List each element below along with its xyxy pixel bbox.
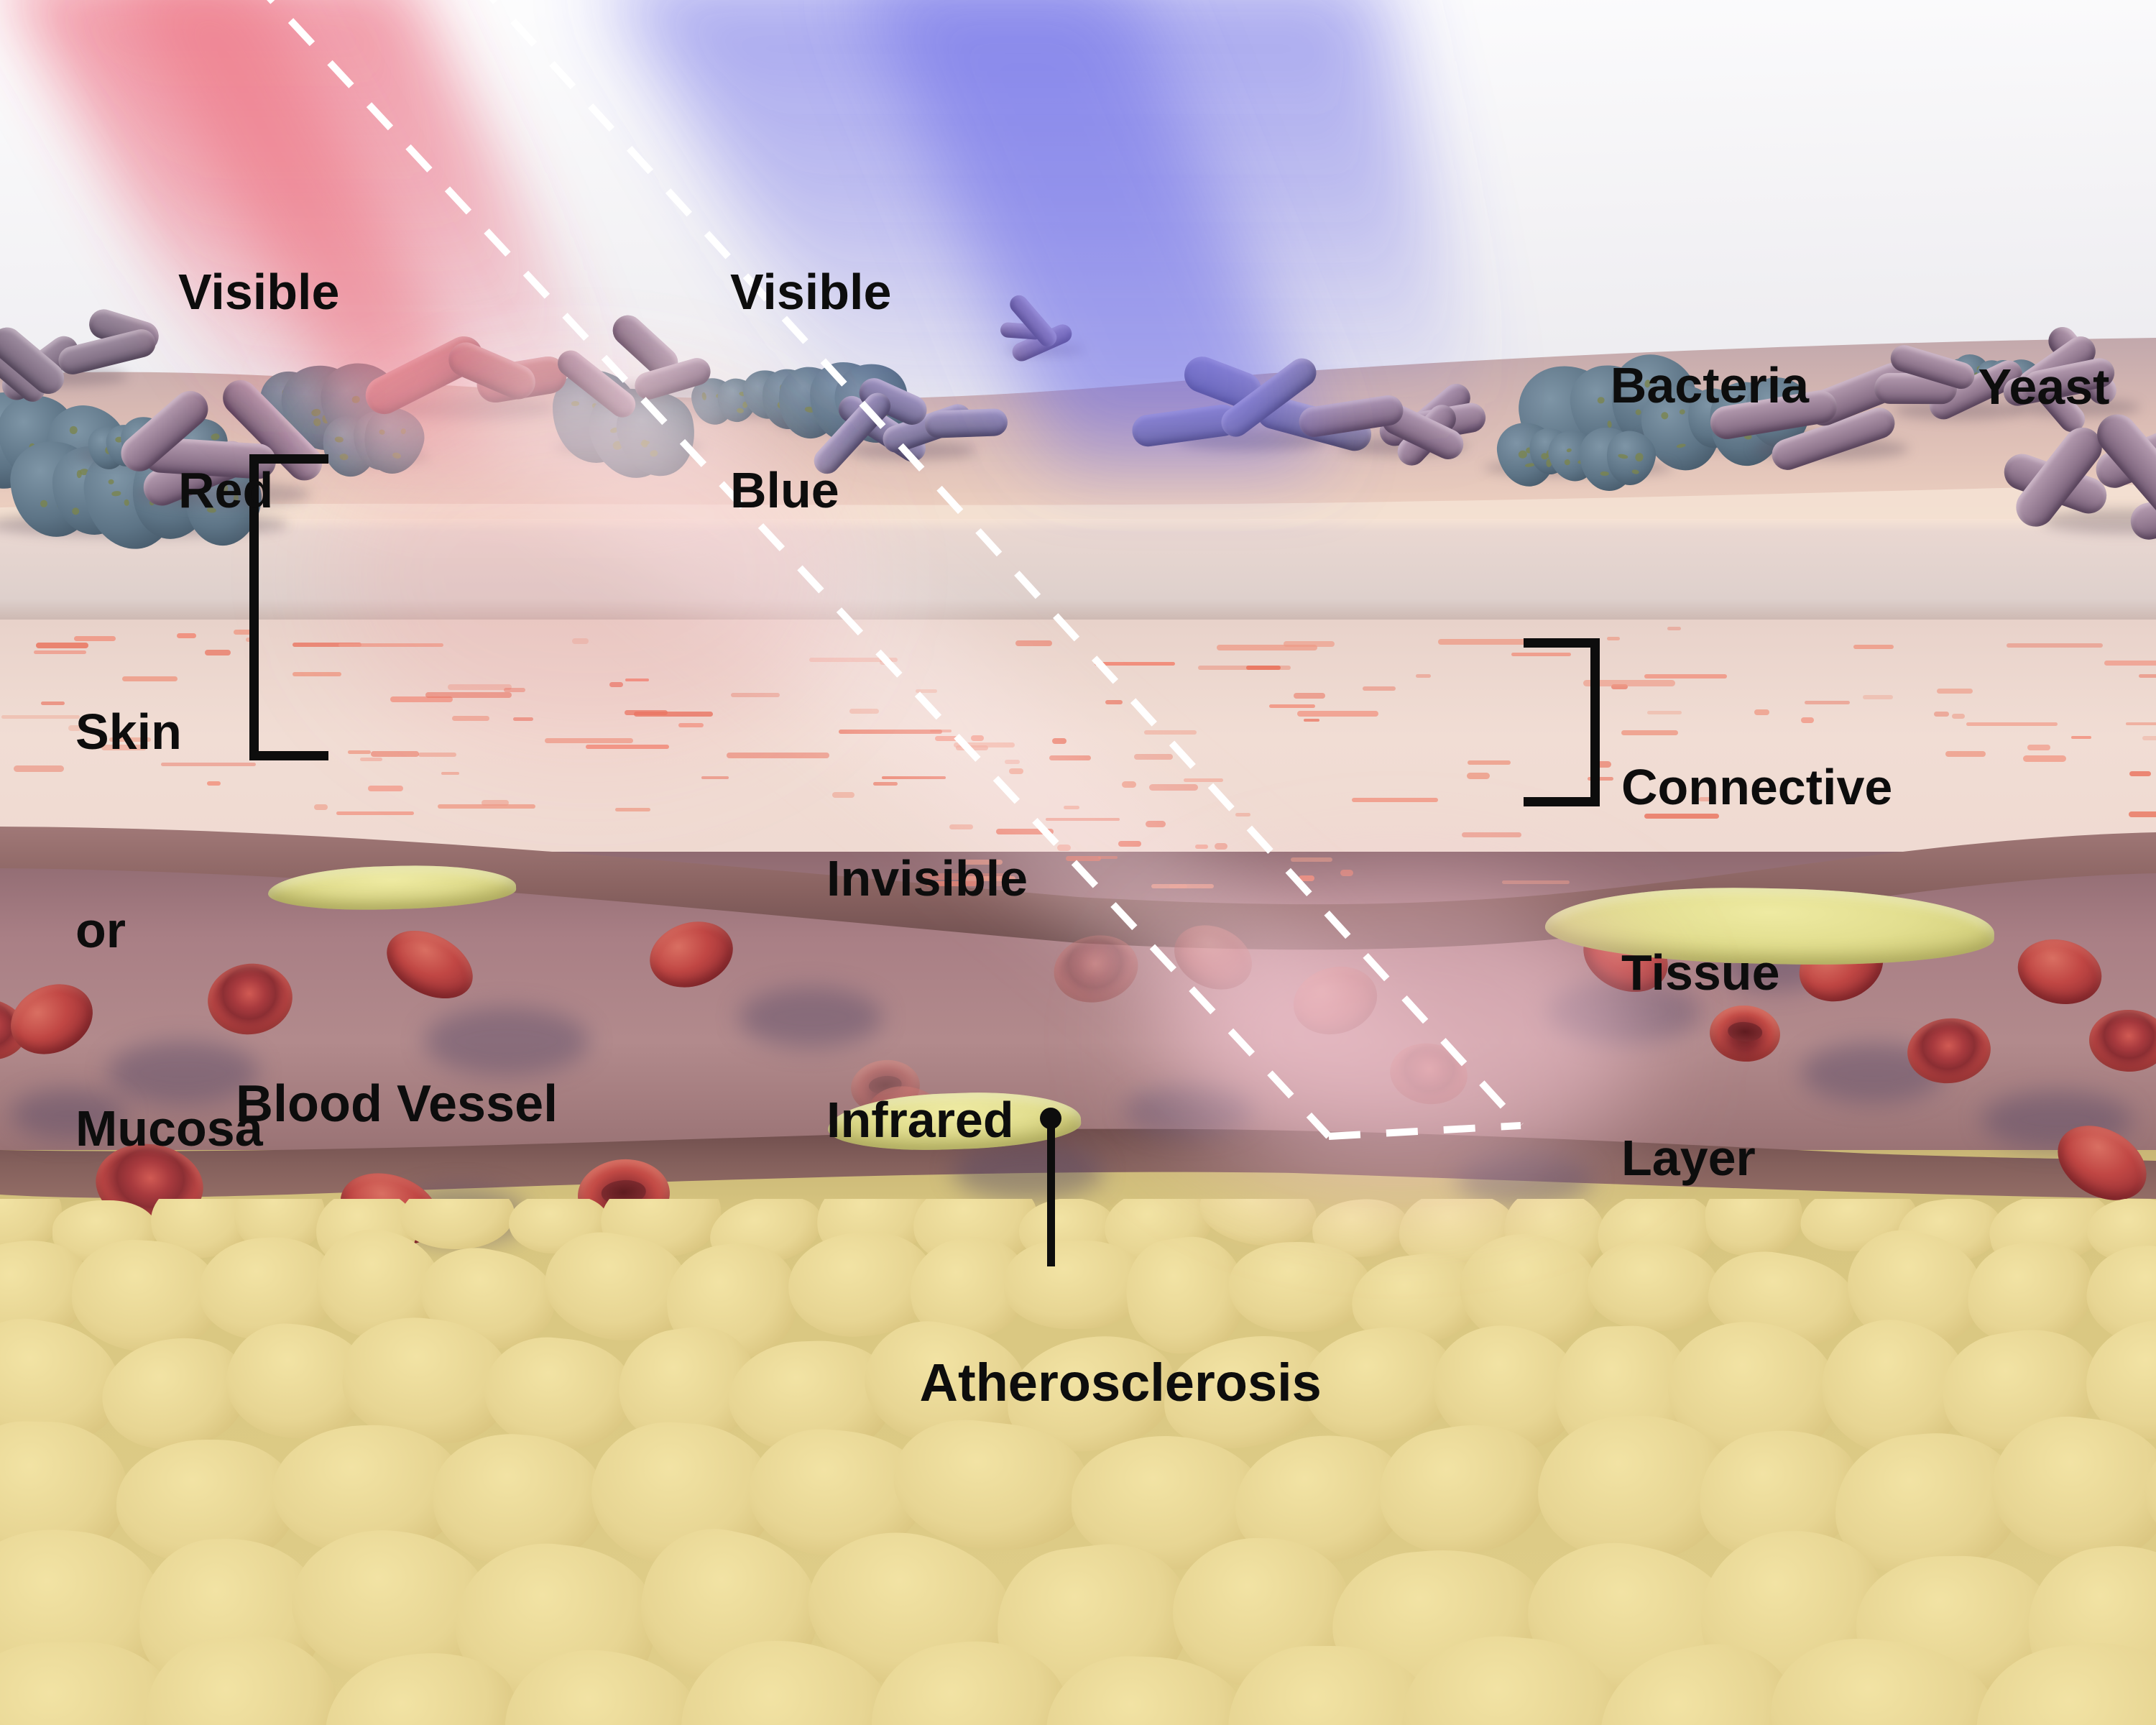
label-yeast-text: Yeast — [1978, 359, 2110, 415]
collagen-streak — [1801, 717, 1815, 724]
collagen-streak — [1583, 679, 1676, 686]
collagen-streak — [1595, 761, 1612, 768]
bacteria-speckle — [391, 451, 402, 461]
collagen-streak — [1698, 797, 1713, 802]
label-connective-tissue-layer: Connective Tissue Layer — [1621, 632, 1892, 1312]
blood-cell-shadow — [11, 1089, 126, 1139]
bacteria-speckle — [76, 469, 82, 478]
collagen-streak — [207, 781, 221, 786]
collagen-streak — [1646, 710, 1682, 715]
label-infrared-line2: Infrared — [826, 1092, 1014, 1148]
bacteria-speckle — [351, 395, 361, 403]
collagen-streak — [1, 715, 80, 719]
label-infrared-line1: Invisible — [826, 850, 1028, 906]
collagen-streak — [68, 725, 82, 731]
label-visible-blue-line2: Blue — [730, 462, 839, 518]
collagen-streak — [234, 630, 259, 635]
collagen-streak — [1805, 700, 1851, 704]
bacteria-speckle — [378, 429, 385, 436]
label-yeast: Yeast — [1923, 288, 2110, 486]
bacteria-speckle — [1517, 449, 1528, 459]
collagen-streak — [74, 636, 116, 642]
label-invisible-infrared: Invisible Infrared — [826, 677, 1028, 1321]
bacteria-speckle — [400, 428, 407, 436]
bacteria-speckle — [108, 479, 114, 485]
bacteria-speckle — [40, 500, 48, 508]
label-visible-red-line2: Red — [178, 462, 274, 518]
collagen-streak — [1966, 722, 2058, 727]
connective-tissue-bracket — [1524, 638, 1600, 806]
atherosclerosis-pointer-line — [1047, 1121, 1055, 1266]
collagen-streak — [1621, 730, 1679, 735]
collagen-streak — [1606, 637, 1621, 640]
bacteria-speckle — [339, 453, 349, 461]
yeast-cell — [923, 408, 1008, 439]
collagen-streak — [1501, 880, 1570, 884]
collagen-streak — [2142, 736, 2156, 740]
collagen-streak — [34, 650, 86, 655]
blood-cell-shadow — [108, 1040, 259, 1105]
collagen-streak — [2125, 722, 2156, 725]
microbe-shadow — [393, 397, 556, 420]
bacteria-speckle — [71, 507, 80, 515]
bacteria-speckle — [571, 401, 580, 406]
collagen-streak — [1863, 695, 1893, 699]
collagen-streak — [1754, 709, 1770, 716]
collagen-streak — [1853, 644, 1894, 650]
blood-cell-shadow — [952, 1143, 1103, 1200]
label-atherosclerosis-text: Atherosclerosis — [919, 1353, 1322, 1412]
label-connective-line2: Tissue — [1621, 944, 1780, 1000]
collagen-streak — [1511, 652, 1572, 656]
collagen-streak — [36, 643, 88, 649]
collagen-streak — [40, 701, 65, 706]
label-atherosclerosis: Atherosclerosis — [862, 1284, 1322, 1482]
collagen-streak — [204, 649, 231, 656]
collagen-streak — [2129, 811, 2156, 817]
bacteria-speckle — [650, 449, 659, 458]
collagen-streak — [13, 765, 65, 772]
bacteria-speckle — [68, 425, 79, 436]
collagen-streak — [1644, 813, 1720, 819]
collagen-streak — [1936, 688, 1973, 694]
collagen-streak — [1587, 777, 1614, 781]
collagen-streak — [2007, 643, 2103, 648]
collagen-streak — [2129, 770, 2151, 776]
label-skin-line2: or — [75, 902, 126, 958]
collagen-streak — [161, 762, 256, 766]
label-visible-red-line1: Visible — [178, 264, 340, 320]
label-skin-line1: Skin — [75, 704, 182, 760]
label-visible-blue-line1: Visible — [730, 264, 892, 320]
collagen-streak — [109, 737, 151, 742]
collagen-streak — [2022, 755, 2066, 762]
collagen-streak — [101, 745, 147, 751]
collagen-streak — [2070, 736, 2092, 740]
bacteria-speckle — [123, 499, 129, 506]
collagen-streak — [1644, 673, 1727, 679]
label-connective-line1: Connective — [1621, 759, 1893, 815]
collagen-streak — [1934, 711, 1950, 717]
label-bacteria: Bacteria — [1554, 286, 1809, 484]
label-connective-line3: Layer — [1621, 1130, 1756, 1186]
label-blood-vessel: Blood Vessel — [178, 1005, 558, 1203]
collagen-streak — [176, 632, 197, 639]
label-bacteria-text: Bacteria — [1610, 357, 1810, 413]
collagen-streak — [1667, 627, 1681, 630]
collagen-streak — [2138, 673, 2156, 678]
collagen-streak — [121, 676, 178, 682]
collagen-streak — [2104, 660, 2156, 666]
label-blood-vessel-text: Blood Vessel — [236, 1075, 558, 1133]
collagen-streak — [2027, 744, 2051, 751]
label-visible-blue: Visible Blue — [730, 126, 891, 656]
collagen-streak — [1945, 750, 1986, 758]
collagen-streak — [1951, 714, 1966, 719]
bacteria-speckle — [111, 490, 121, 497]
collagen-streak — [1611, 684, 1628, 689]
